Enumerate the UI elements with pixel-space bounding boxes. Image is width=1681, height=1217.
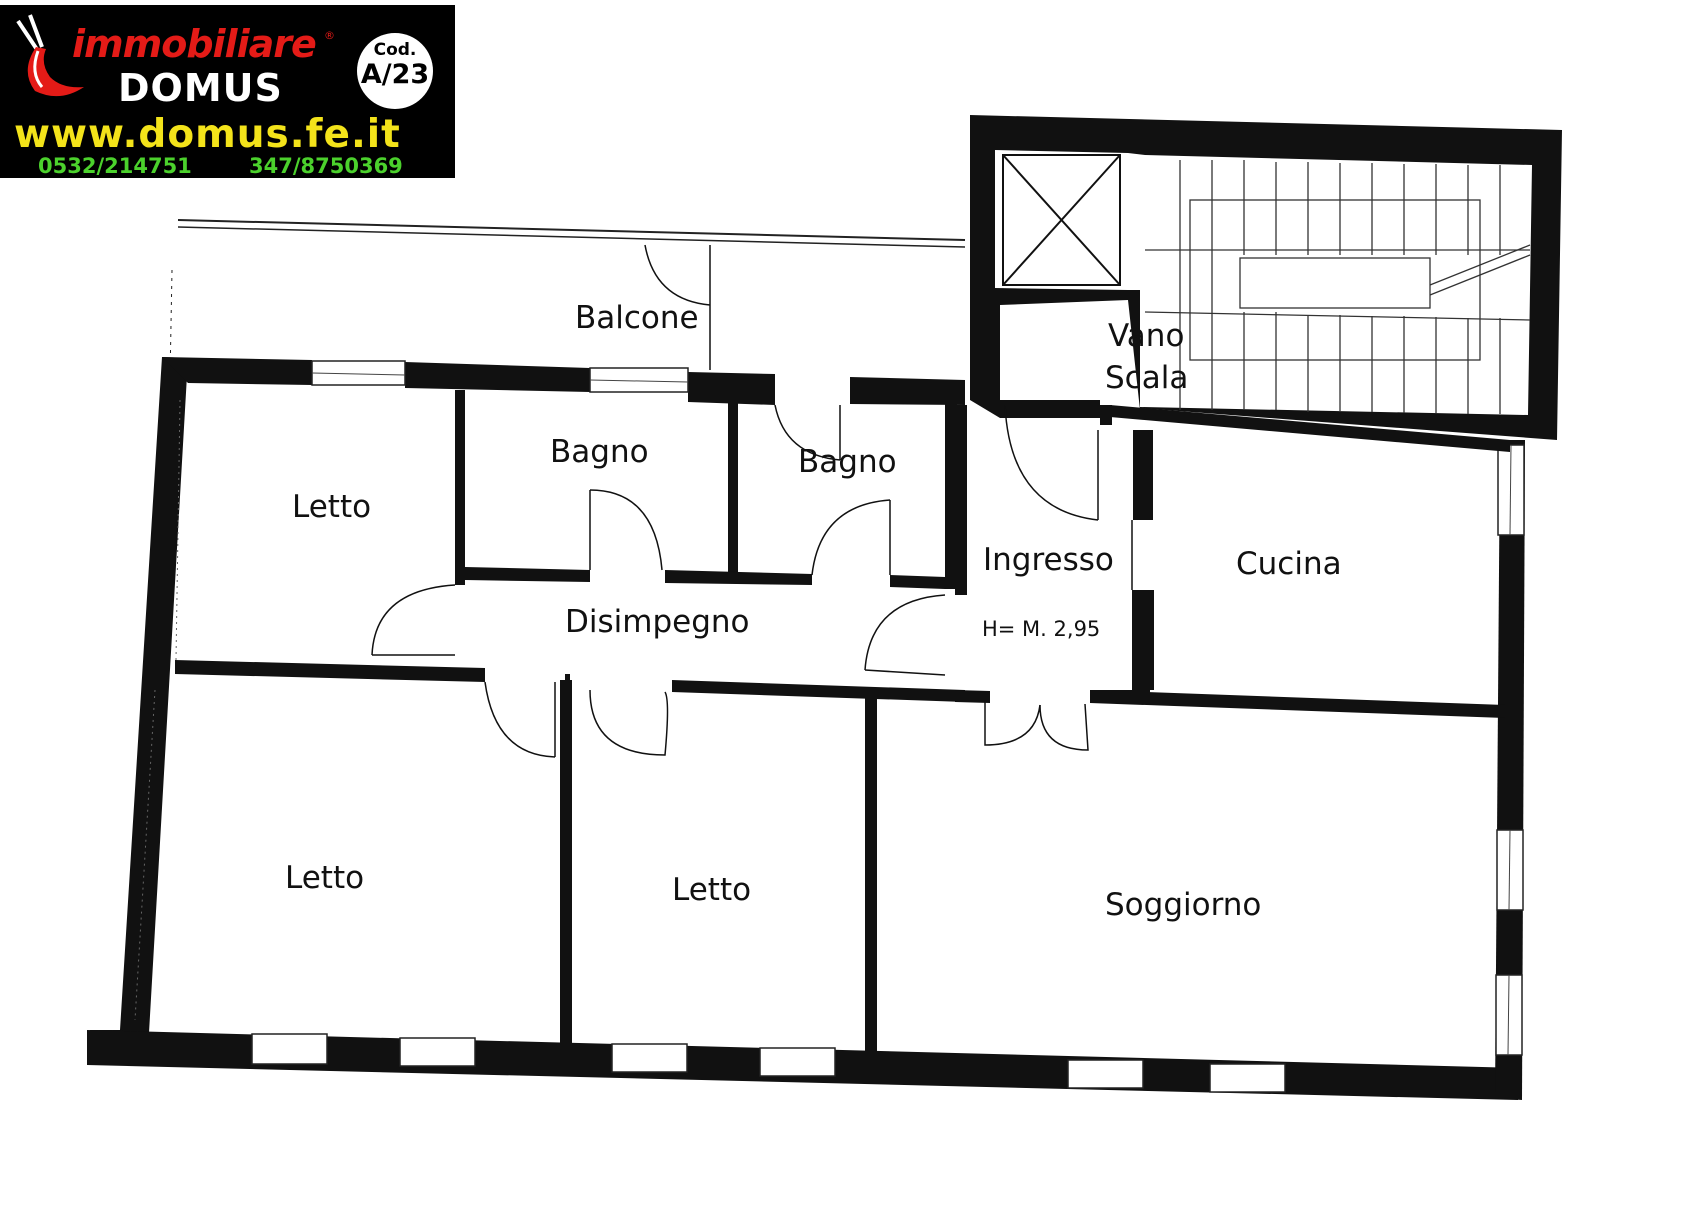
- label-disimpegno: Disimpegno: [565, 604, 750, 640]
- code-value: A/23: [360, 59, 430, 90]
- registered-mark: ®: [324, 29, 335, 42]
- stair-well: [970, 115, 1562, 440]
- label-bagno-1: Bagno: [550, 434, 649, 470]
- label-vano: Vano: [1108, 318, 1184, 354]
- label-letto-bottom-left: Letto: [285, 860, 364, 896]
- door-swings: [371, 244, 1133, 758]
- label-soggiorno: Soggiorno: [1105, 887, 1261, 923]
- label-scala: Scala: [1105, 360, 1188, 396]
- label-cucina: Cucina: [1236, 546, 1342, 582]
- code-label: Cod.: [373, 40, 417, 60]
- label-letto-bottom-middle: Letto: [672, 872, 751, 908]
- label-height: H= M. 2,95: [982, 617, 1100, 641]
- website-link[interactable]: www.domus.fe.it: [14, 112, 401, 157]
- label-bagno-2: Bagno: [798, 444, 897, 480]
- interior-walls: [175, 390, 1510, 1055]
- balcony-railing: [164, 219, 966, 651]
- room-labels: Balcone Bagno Bagno Letto Vano Scala Ing…: [285, 300, 1342, 923]
- listing-code-badge: Cod. A/23: [357, 33, 433, 109]
- label-letto-top: Letto: [292, 489, 371, 525]
- phone-number-1[interactable]: 0532/214751: [38, 154, 192, 178]
- brand-name-line2: DOMUS: [118, 66, 283, 110]
- snail-icon: [16, 14, 84, 97]
- phone-number-2[interactable]: 347/8750369: [249, 154, 403, 178]
- label-balcone: Balcone: [575, 300, 699, 336]
- brand-name-line1: immobiliare: [72, 22, 317, 66]
- label-ingresso: Ingresso: [983, 542, 1114, 578]
- windows: [134, 360, 1525, 1093]
- agency-logo: immobiliare ® DOMUS Cod. A/23 www.domus.…: [0, 5, 455, 178]
